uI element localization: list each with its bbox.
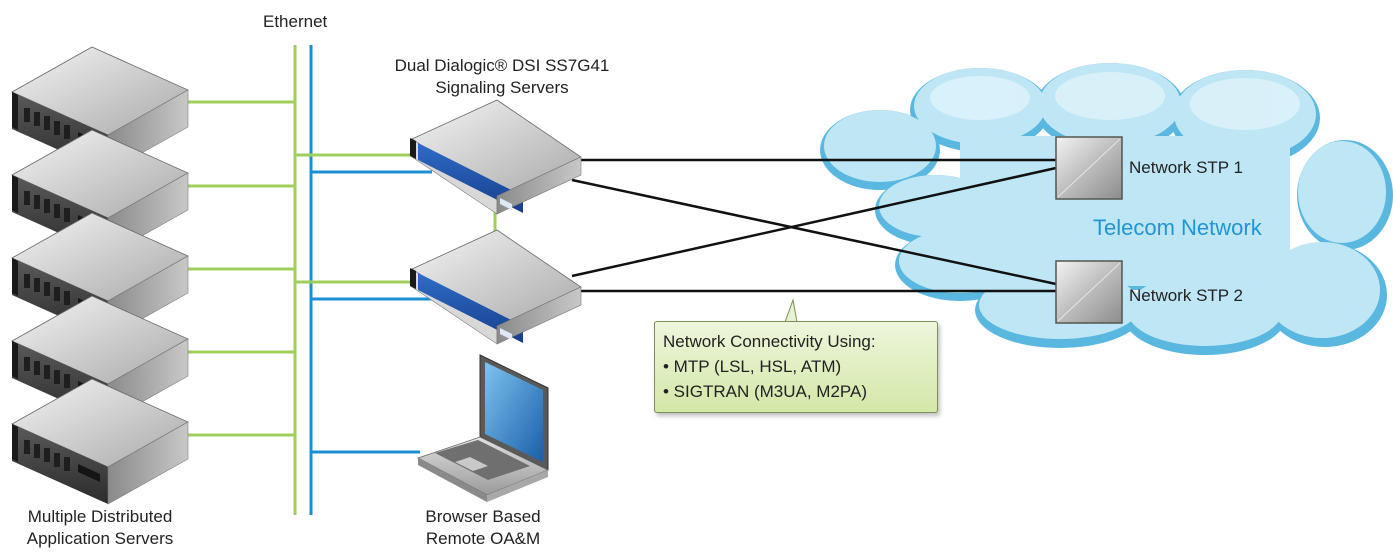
- ss7-links: [571, 158, 1057, 293]
- ethernet-label: Ethernet: [263, 12, 328, 31]
- signaling-server-icon: [410, 99, 582, 215]
- signaling-servers-title: Dual Dialogic® DSI SS7G41 Signaling Serv…: [360, 55, 644, 99]
- signaling-servers: [410, 99, 582, 345]
- app-server-stack: [11, 46, 189, 505]
- link-sig1-stp2: [571, 178, 1057, 286]
- app-servers-label-line2: Application Servers: [26, 529, 174, 548]
- app-servers-label-line1: Multiple Distributed: [27, 507, 173, 526]
- callout-item-mtp: • MTP (LSL, HSL, ATM): [663, 357, 842, 376]
- connectivity-callout: Network Connectivity Using: • MTP (LSL, …: [654, 321, 938, 413]
- stp-box-icon: [1055, 260, 1123, 324]
- stp-box-icon: [1055, 136, 1123, 200]
- link-sig2-stp1: [571, 166, 1057, 278]
- stp1-label: Network STP 1: [1129, 158, 1244, 177]
- signaling-servers-title-line2: Signaling Servers: [435, 78, 569, 97]
- app-servers-label: Multiple Distributed Application Servers: [0, 506, 200, 550]
- laptop-icon: [416, 354, 549, 502]
- oam-label: Browser Based Remote OA&M: [393, 506, 573, 550]
- callout-pointer: [784, 298, 798, 323]
- telecom-network-label: Telecom Network: [1093, 215, 1262, 240]
- callout-title: Network Connectivity Using:: [663, 332, 876, 351]
- callout-item-sigtran: • SIGTRAN (M3UA, M2PA): [663, 382, 867, 401]
- ethernet-bus: [185, 45, 497, 515]
- stp2-label: Network STP 2: [1129, 286, 1244, 305]
- signaling-servers-title-line1: Dual Dialogic® DSI SS7G41: [394, 56, 610, 75]
- oam-label-line1: Browser Based: [425, 507, 541, 526]
- oam-label-line2: Remote OA&M: [425, 529, 541, 548]
- signaling-server-icon: [410, 229, 582, 345]
- rack-server-icon: [11, 378, 189, 505]
